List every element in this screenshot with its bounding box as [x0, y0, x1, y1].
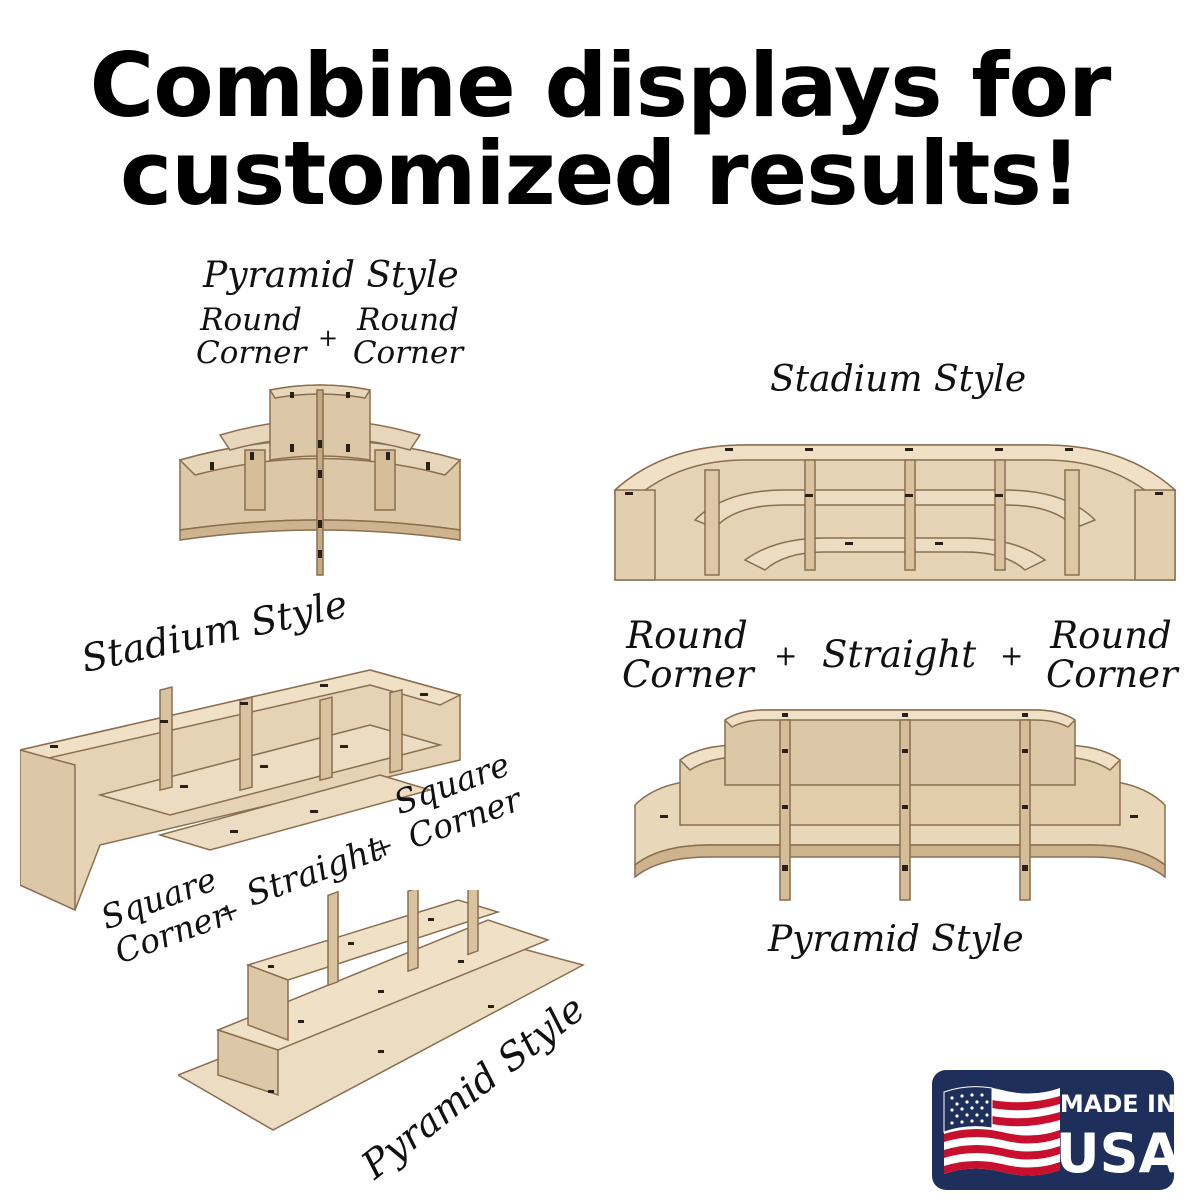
left-stadium-title: Stadium Style: [77, 581, 352, 681]
label-line: Round: [1050, 614, 1172, 657]
top-left-label-right: Round Corner: [352, 305, 464, 369]
middle-right-label-right: Round Corner: [1046, 614, 1178, 696]
plus-sign: +: [774, 639, 798, 672]
middle-right-label-left: Round Corner: [622, 614, 754, 696]
stadium-round-corner-display-photo: [613, 444, 1177, 581]
badge-line-1: MADE IN: [1060, 1090, 1174, 1118]
pyramid-round-corner-display-photo: [178, 384, 462, 576]
top-left-title: Pyramid Style: [203, 255, 459, 296]
stadium-square-corner-display-photo: [20, 669, 463, 912]
us-flag-icon: [943, 1086, 1060, 1176]
label-line: Round: [200, 302, 302, 338]
plus-sign: +: [318, 324, 339, 352]
label-line: Corner: [622, 653, 754, 696]
top-left-label-left: Round Corner: [196, 305, 306, 369]
label-line: Corner: [1046, 653, 1178, 696]
label-line: Corner: [352, 335, 464, 371]
label-line: Round: [626, 614, 748, 657]
middle-right-label-straight: Straight: [822, 633, 977, 676]
pyramid-straight-display-photo: [178, 890, 586, 1131]
plus-sign: +: [1000, 639, 1024, 672]
made-in-usa-badge: MADE IN USA: [932, 1070, 1174, 1190]
label-line: Round: [357, 302, 459, 338]
bottom-right-title: Pyramid Style: [768, 919, 1024, 960]
top-right-title: Stadium Style: [770, 359, 1027, 400]
pyramid-stadium-display-photo: [634, 709, 1166, 901]
badge-line-2: USA: [1056, 1122, 1174, 1185]
headline-line-2: customized results!: [120, 122, 1081, 225]
headline-line-1: Combine displays for: [89, 34, 1112, 137]
label-line: Corner: [196, 335, 307, 371]
